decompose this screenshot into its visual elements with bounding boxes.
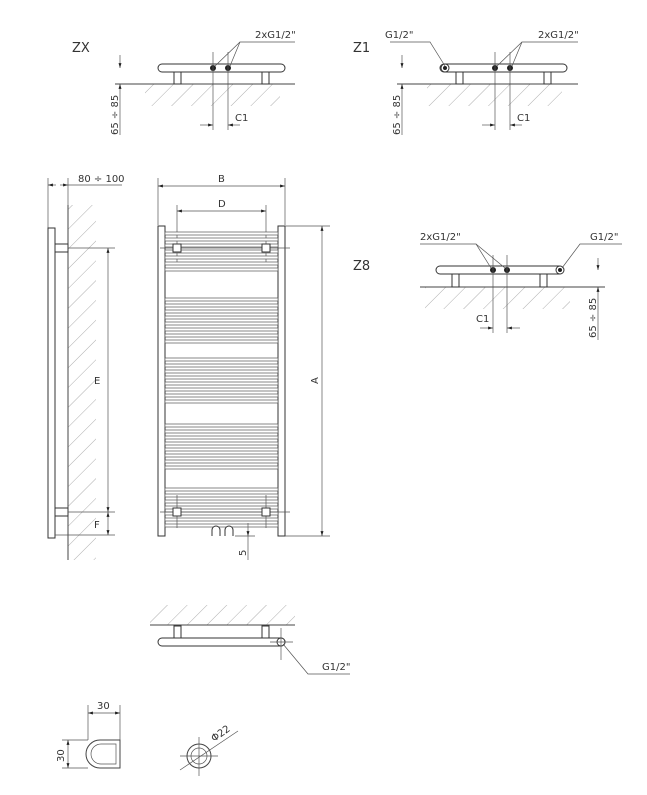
heating-bar	[164, 327, 279, 332]
heating-bar	[164, 453, 279, 458]
radiator-side-rail	[47, 227, 56, 539]
heating-bar	[164, 267, 279, 272]
heating-bar	[164, 429, 279, 434]
front-d-label: D	[218, 199, 226, 210]
heating-bar	[164, 249, 279, 254]
heating-bar	[164, 465, 279, 470]
heating-bar	[164, 523, 279, 528]
zx-title: ZX	[72, 41, 90, 56]
profile-width-label: 30	[97, 701, 110, 712]
heating-bar	[164, 447, 279, 452]
tube-section: Φ22	[179, 724, 239, 776]
z1-connection-label: 2xG1/2"	[538, 30, 579, 41]
bottom-view: G1/2"	[150, 605, 350, 675]
heating-bar	[164, 333, 279, 338]
heating-bar	[164, 399, 279, 404]
heating-bar	[164, 237, 279, 242]
heating-bar	[164, 381, 279, 386]
heating-bar	[164, 315, 279, 320]
zx-connection-label: 2xG1/2"	[255, 30, 296, 41]
tube-diameter-label: Φ22	[209, 724, 232, 745]
heating-bar	[164, 517, 279, 522]
side-depth-label: 80 ÷ 100	[78, 174, 125, 185]
zx-c1-label: C1	[235, 113, 248, 124]
z1-distance-label: 65 ÷ 85	[392, 95, 403, 135]
heating-bar	[164, 493, 279, 498]
z1-title: Z1	[353, 41, 370, 56]
side-e-label: E	[94, 376, 100, 387]
heating-bar	[164, 363, 279, 368]
heating-bar	[164, 309, 279, 314]
heating-bar	[164, 303, 279, 308]
z8-title: Z8	[353, 259, 370, 274]
profile-section: 30 30	[56, 701, 121, 769]
front-view: B D 5 A	[157, 174, 330, 560]
bottom-connection-label: G1/2"	[322, 662, 350, 673]
radiator-right-rail	[277, 225, 286, 537]
heating-bar	[164, 231, 279, 236]
heating-bar	[164, 441, 279, 446]
z1-side-label: G1/2"	[385, 30, 413, 41]
wall-hatch	[145, 84, 280, 106]
z1-c1-label: C1	[517, 113, 530, 124]
zx-distance-label: 65 ÷ 85	[110, 95, 121, 135]
z8-side-label: G1/2"	[590, 232, 618, 243]
heating-bar	[164, 375, 279, 380]
z1-top-view: Z1 G1/2" 2xG1/2" C1 65 ÷ 85	[353, 30, 579, 135]
front-b-label: B	[218, 174, 225, 185]
heating-bar	[164, 357, 279, 362]
profile-height-label: 30	[56, 749, 67, 762]
heating-bar	[164, 435, 279, 440]
heating-bar	[164, 511, 279, 516]
radiator-left-rail	[157, 225, 166, 537]
side-f-label: F	[94, 520, 100, 531]
heating-bar	[164, 261, 279, 266]
z8-c1-label: C1	[476, 314, 489, 325]
z8-distance-label: 65 ÷ 85	[588, 298, 599, 338]
heating-bar	[164, 255, 279, 260]
heating-bar	[164, 393, 279, 398]
front-bottom-label: 5	[238, 550, 249, 556]
top-connection-brackets	[160, 243, 290, 253]
zx-top-view: ZX 2xG1/2" C1 65 ÷ 85	[72, 30, 296, 135]
side-view: 80 ÷ 100 E F	[47, 174, 125, 560]
radiator-pipe	[157, 63, 286, 73]
z8-top-view: Z8 2xG1/2" G1/2" C1 65 ÷ 85	[353, 232, 622, 340]
heating-bar	[164, 487, 279, 492]
bottom-connection-brackets	[160, 495, 290, 528]
heating-bar	[164, 423, 279, 428]
heating-bar	[164, 459, 279, 464]
heating-bar	[164, 505, 279, 510]
heating-bar	[164, 243, 279, 248]
heating-bar	[164, 387, 279, 392]
heating-bar	[164, 321, 279, 326]
z8-connection-label: 2xG1/2"	[420, 232, 461, 243]
heating-bar	[164, 339, 279, 344]
front-a-label: A	[310, 377, 321, 384]
heating-bar	[164, 297, 279, 302]
heating-bar	[164, 369, 279, 374]
heating-bar	[164, 499, 279, 504]
